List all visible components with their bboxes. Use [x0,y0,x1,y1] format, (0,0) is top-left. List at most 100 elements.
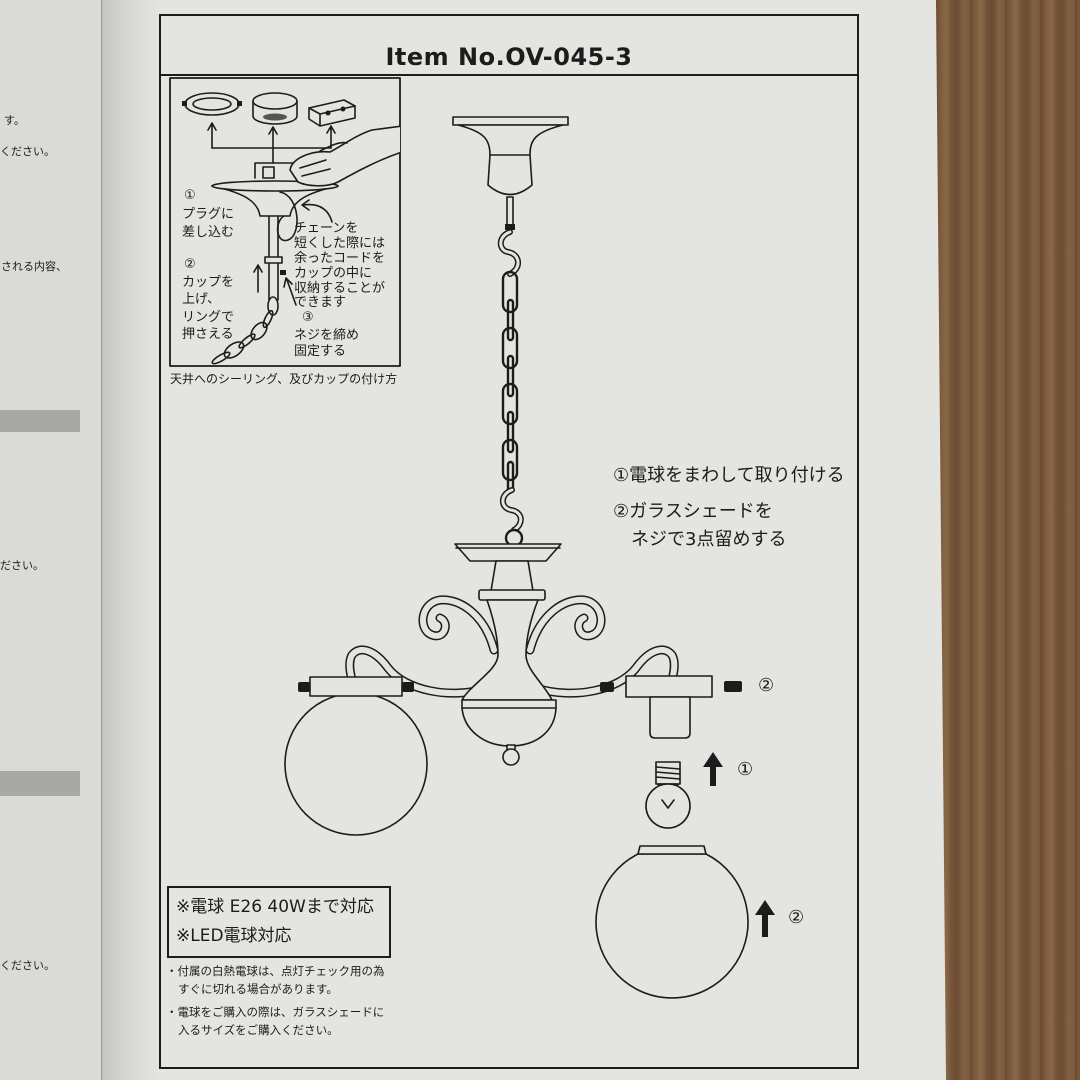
glass-shade [595,845,749,999]
left-page-text: される内容、 [1,260,67,273]
ceiling-adapter-block [308,99,356,127]
chain-link [250,321,268,341]
rod-ring [264,256,283,264]
left-page-text: ださい。 [0,559,44,572]
chain-link [501,326,519,370]
canopy-plate [452,116,569,126]
ring-tab [237,101,242,106]
left-page-text: ください。 [0,959,55,972]
curved-arrow-icon [301,199,333,223]
arrow-line [268,126,278,149]
chain-link [223,341,245,359]
ring-tab [182,101,187,106]
left-page-heading-band [0,410,80,432]
arrow-line [207,122,217,149]
pointer-arrow-icon [283,277,297,306]
spec-box-border [167,886,391,958]
socket-cup [309,676,403,697]
socket-cup [625,675,713,698]
block-hole [340,106,346,112]
shade-screw [600,682,614,692]
inset-step1-number: ① [184,188,196,203]
shade-screw-loose [724,681,742,692]
arrow-connector [211,147,332,164]
cup-body [211,185,339,217]
up-arrow-icon [268,126,278,149]
left-page-text: す。 [4,114,25,127]
spec-led-support: ※LED電球対応 [176,926,292,946]
block-hole [325,110,331,116]
canopy-body [457,124,564,196]
manual-page [102,0,946,1080]
left-page [0,0,102,1080]
inset-chain-note: 余ったコードを [294,251,386,266]
inset-step3-text: ネジを締め [294,328,360,343]
cap-top [252,92,298,110]
bulb-filament [661,799,675,809]
finial-ball [502,748,520,766]
inset-step3-text: 固定する [294,344,347,359]
chain-link [506,298,515,342]
inset-drawing [182,92,400,365]
pendant-lamp-diagram [284,116,775,999]
inset-chain-note: 収納することが [294,281,386,296]
up-arrow-icon [326,125,336,149]
chain-link [501,270,519,314]
hook-wire-inner [501,488,523,532]
chain-link [238,333,256,349]
upper-s-hook [497,229,521,277]
up-arrow-icon [755,900,775,937]
chain-link [506,354,515,398]
ceiling-install-illustration [169,77,401,367]
right-light-exploded [595,675,775,999]
inset-chain [211,296,279,365]
inset-chain-note: 短くした際には [294,236,386,251]
up-arrow-icon [703,752,723,786]
chain-link [501,438,519,482]
thread-lines [655,766,681,780]
bracket-plug [262,166,275,179]
inset-step2-text: 押さえる [182,327,234,342]
inset-step3-number: ③ [302,310,314,325]
hook-nut [505,224,515,230]
frame-border [159,14,859,1069]
body-collar [478,589,546,601]
right-arm [531,645,679,698]
inset-step2-number: ② [184,257,196,272]
inset-step2-text: 上げ、 [182,292,221,307]
shade-neck [637,845,707,855]
canopy-stem [506,196,514,226]
hand-fingers [299,141,348,177]
light-bulb [645,761,691,829]
lamp-body [454,543,562,766]
instruction-line: ②ガラスシェードを [613,501,773,522]
left-page-text: ください。 [0,145,55,158]
chain-link [211,351,231,365]
ceiling-canopy [452,116,569,230]
arm-inner [533,646,678,697]
hook-wire-inner [499,230,520,276]
item-number-title: Item No.OV-045-3 [385,43,633,71]
arm-inner [346,646,491,697]
ceiling-ring [182,92,242,116]
ring-inner [192,97,232,111]
inset-step2-text: リングで [182,310,235,325]
glass-globe [284,692,428,836]
inset-caption: 天井へのシーリング、及びカップの付け方 [170,372,398,386]
ceiling-cap [252,92,298,125]
screw-step-marker: ② [758,675,775,696]
bulb-step-marker: ① [737,759,754,780]
arrow-line [326,125,336,149]
block-body [308,99,356,127]
lower-s-hook [499,487,524,533]
set-screw [280,270,286,275]
cap-bottom [263,113,287,121]
instruction-line: ネジで3点留めする [631,529,787,550]
scroll-inner [527,596,604,653]
inset-step1-text: 差し込む [182,225,235,240]
inset-box [169,77,401,367]
note-line: 入るサイズをご購入ください。 [178,1023,339,1037]
left-scroll [418,595,499,655]
body-dish [454,543,562,562]
